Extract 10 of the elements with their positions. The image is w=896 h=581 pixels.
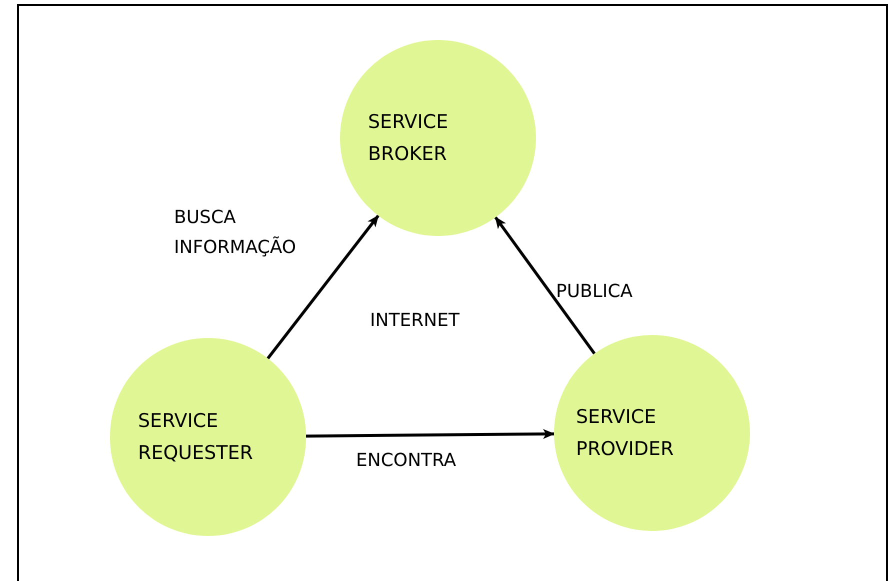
arrow xyxy=(306,428,555,439)
edge-label: BUSCA INFORMAÇÃO xyxy=(174,206,298,260)
node-label: SERVICE PROVIDER xyxy=(576,405,675,462)
edge-label: PUBLICA xyxy=(556,280,634,304)
arrow xyxy=(494,216,596,355)
node-label: SERVICE REQUESTER xyxy=(138,409,254,466)
edge-label: ENCONTRA xyxy=(356,449,458,473)
network-label: INTERNET xyxy=(370,309,460,333)
node-label: SERVICE BROKER xyxy=(368,110,450,167)
arrow xyxy=(266,214,380,360)
